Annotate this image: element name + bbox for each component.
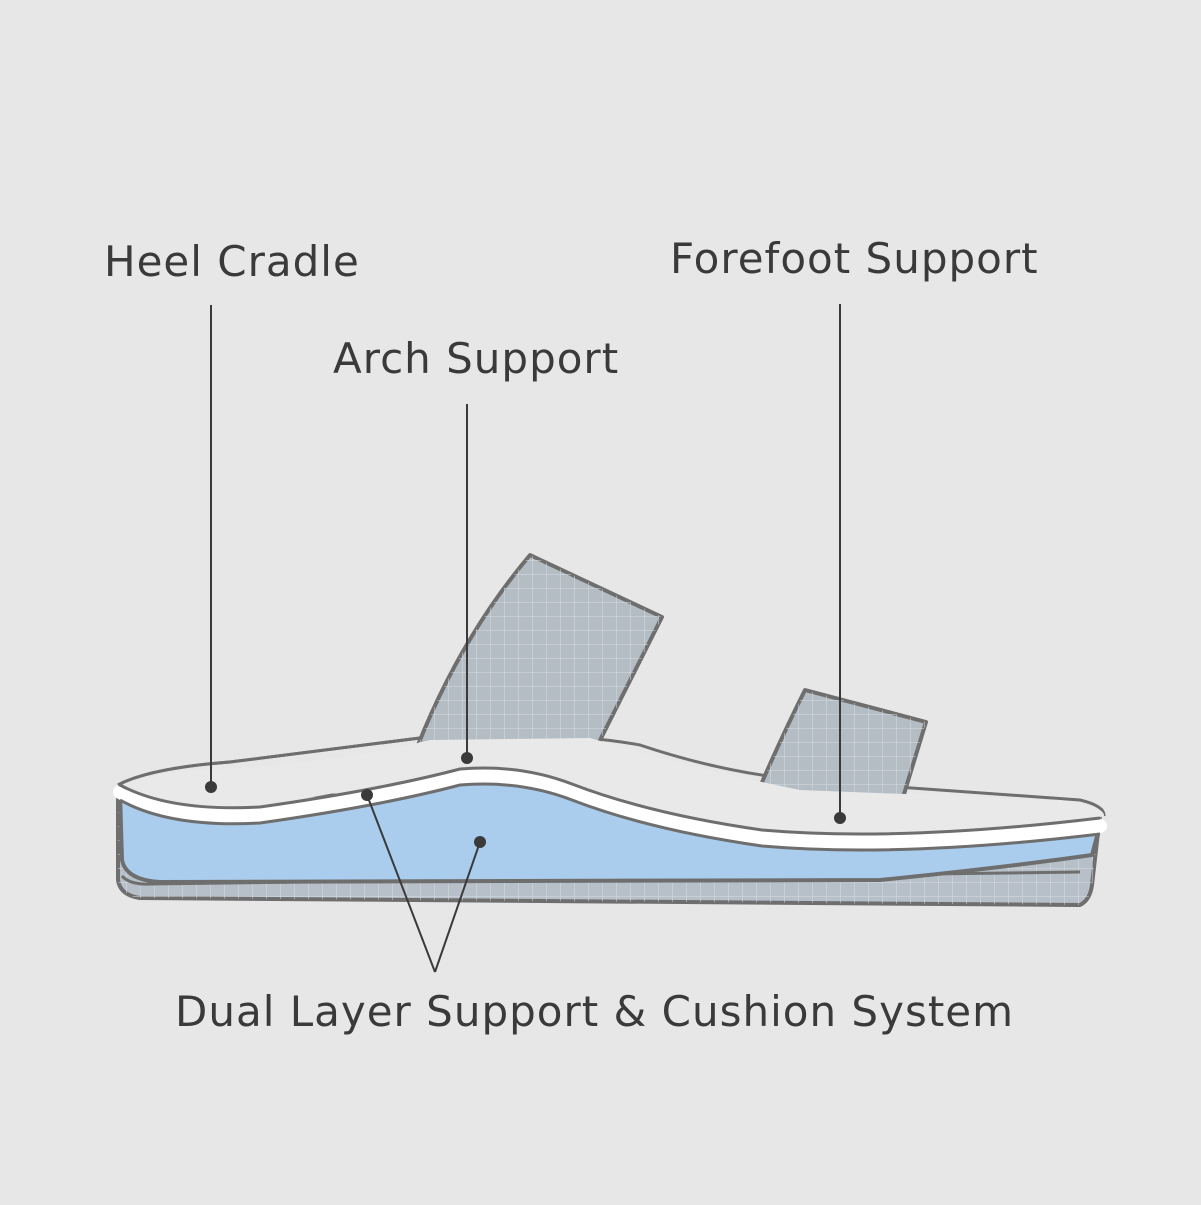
label-forefoot-support: Forefoot Support xyxy=(670,234,1039,283)
support-layer xyxy=(113,769,1107,849)
label-arch-support: Arch Support xyxy=(333,334,620,383)
dot-support-layer xyxy=(361,789,373,801)
leader-dual-1 xyxy=(366,794,436,973)
front-strap-rear xyxy=(403,553,664,792)
dot-cushion-layer xyxy=(474,836,486,848)
dot-forefoot xyxy=(834,812,846,824)
leader-dual-2 xyxy=(434,841,481,973)
dot-arch xyxy=(461,752,473,764)
footbed-outline xyxy=(117,736,421,787)
dot-heel xyxy=(205,781,217,793)
label-heel-cradle: Heel Cradle xyxy=(104,237,360,286)
label-dual-layer-system: Dual Layer Support & Cushion System xyxy=(175,987,1015,1036)
footbed-surface xyxy=(118,738,1105,838)
